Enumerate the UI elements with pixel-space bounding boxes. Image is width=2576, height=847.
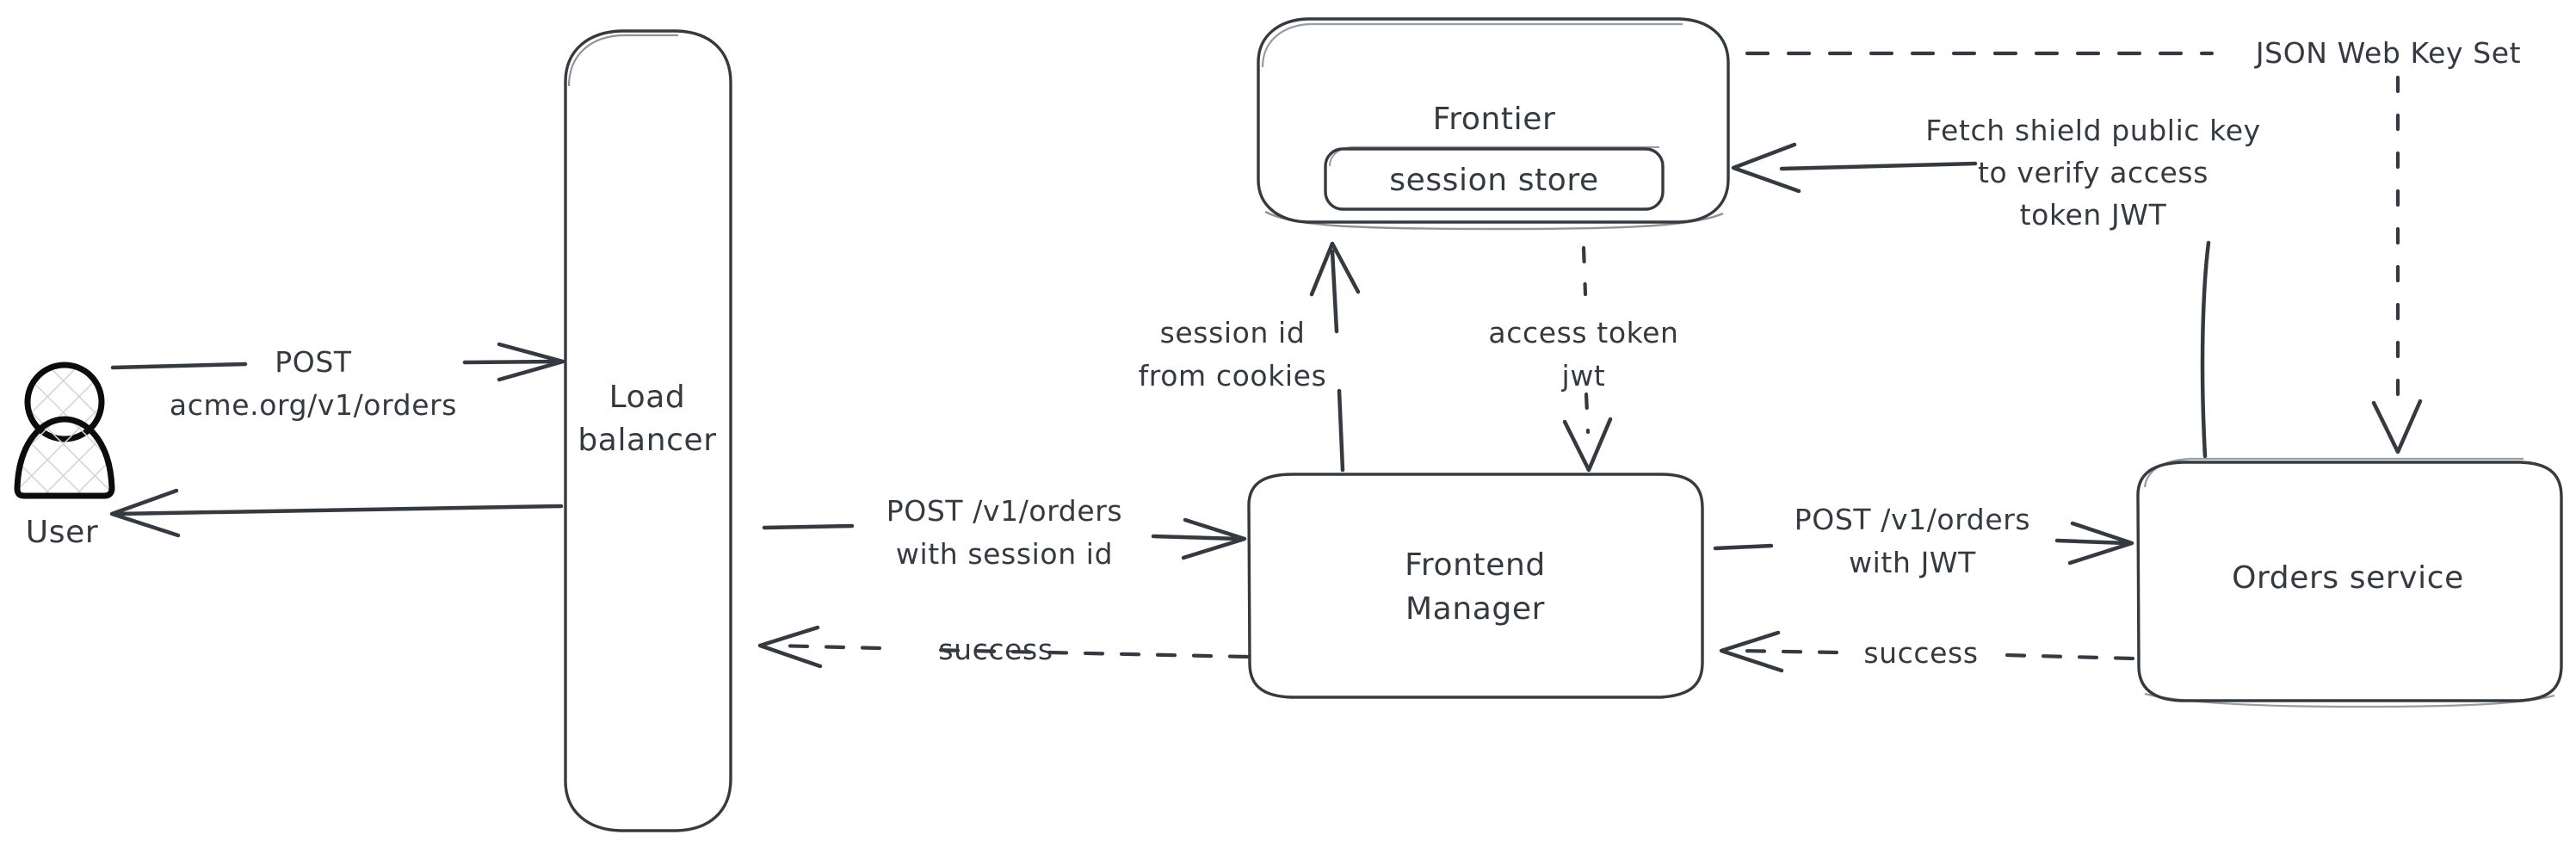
orders-service-box-sketch-overlay [2143, 457, 2523, 488]
node-frontend-manager-label-line2: Manager [1405, 591, 1545, 627]
edge-orders-to-frontier-fetch-label-line3: token JWT [2020, 198, 2167, 232]
edge-fm-to-lb-success-dash-right [927, 647, 1250, 659]
edge-fm-to-orders: POST /v1/orders with JWT [1713, 503, 2134, 579]
edge-lb-to-user-arrowhead [109, 488, 181, 538]
edge-orders-to-frontier-fetch-label-line1: Fetch shield public key [1925, 114, 2261, 147]
frontier-box-sketch-overlay [1261, 22, 1683, 68]
edge-fm-to-frontier-line-upper [1330, 249, 1339, 334]
edge-fm-to-lb-success-label: success [938, 633, 1053, 666]
edge-fm-to-frontier-line-lower [1337, 388, 1345, 473]
edge-lb-to-fm-label-line1: POST /v1/orders [886, 494, 1122, 528]
edge-frontier-to-fm-label-line1: access token [1488, 316, 1678, 349]
edge-user-to-lb: POST acme.org/v1/orders [110, 342, 565, 422]
edge-lb-to-fm-arrowhead [1181, 517, 1247, 560]
node-frontend-manager[interactable]: Frontend Manager [1247, 473, 1704, 699]
edge-frontier-to-fm-dash-lower [1584, 392, 1591, 435]
edge-frontier-to-fm-label-line2: jwt [1561, 359, 1606, 393]
edge-fm-to-frontier-arrowhead [1309, 241, 1361, 297]
edge-lb-to-fm-line-left [762, 523, 855, 530]
edge-lb-to-user [109, 488, 564, 538]
edge-fm-to-lb-success: success [757, 625, 1250, 669]
node-session-store-label: session store [1389, 163, 1599, 198]
edge-orders-to-frontier-fetch-curve [2200, 240, 2211, 459]
load-balancer-box [564, 29, 732, 832]
edge-user-to-lb-line-left [110, 362, 248, 370]
edge-orders-to-frontier-fetch-line [1779, 161, 1978, 171]
node-frontend-manager-label-line1: Frontend [1405, 547, 1546, 583]
edge-orders-to-fm-success-dash-right [2003, 652, 2135, 661]
edge-orders-to-fm-success-arrowhead [1719, 630, 1784, 673]
edge-orders-to-fm-success-label: success [1863, 636, 1978, 670]
edge-jwks-label: JSON Web Key Set [2254, 36, 2521, 70]
edge-user-to-lb-label-line2: acme.org/v1/orders [170, 388, 457, 422]
edge-lb-to-user-line [114, 504, 564, 516]
edge-fm-to-lb-success-dash-left [772, 643, 882, 651]
edge-fm-to-frontier: session id from cookies [1139, 241, 1361, 473]
frontend-manager-box [1247, 473, 1704, 699]
edge-frontier-to-fm-arrowhead [1562, 417, 1613, 473]
edge-jwks-arrowhead [2371, 399, 2423, 454]
user-body-icon [14, 416, 115, 499]
node-session-store[interactable]: session store [1324, 146, 1665, 211]
edge-fm-to-orders-label-line1: POST /v1/orders [1795, 503, 2030, 536]
edge-user-to-lb-arrowhead [497, 342, 565, 382]
node-load-balancer-label-line1: Load [609, 380, 686, 415]
edge-orders-to-frontier-fetch: Fetch shield public key to verify access… [1731, 114, 2261, 459]
edge-fm-to-orders-line-right [2054, 538, 2128, 546]
frontier-box-sketch-underline [1264, 210, 1724, 231]
edge-orders-to-frontier-fetch-label-line2: to verify access [1978, 156, 2208, 189]
edge-frontier-to-fm: access token jwt [1488, 245, 1678, 473]
node-user-label: User [26, 515, 98, 550]
load-balancer-box-sketch-overlay [567, 34, 678, 87]
node-frontier-label: Frontier [1433, 102, 1556, 137]
edge-fm-to-orders-line-left [1713, 543, 1774, 551]
edge-orders-to-frontier-fetch-arrowhead [1731, 142, 1801, 194]
session-store-box [1324, 147, 1665, 211]
node-frontier[interactable]: Frontier session store [1257, 17, 1730, 231]
edge-fm-to-frontier-label-line2: from cookies [1139, 359, 1327, 393]
edge-frontier-to-fm-dash-upper [1581, 245, 1588, 297]
orders-service-box-sketch-underline [2144, 692, 2555, 708]
edge-fm-to-frontier-label-line1: session id [1160, 316, 1306, 349]
node-load-balancer-label-line2: balancer [578, 423, 716, 458]
edge-orders-to-fm-success: success [1719, 630, 2135, 673]
edge-orders-to-fm-success-dash-left [1736, 648, 1839, 655]
node-orders-service-label: Orders service [2232, 560, 2464, 596]
edge-user-to-lb-label-line1: POST [275, 345, 352, 379]
session-store-box-sketch-overlay [1329, 146, 1659, 167]
node-user[interactable]: User [14, 362, 115, 550]
edge-fm-to-lb-success-arrowhead [757, 625, 823, 669]
edge-jwks-to-orders: JSON Web Key Set [1745, 36, 2521, 454]
node-orders-service[interactable]: Orders service [2136, 457, 2563, 708]
edge-lb-to-fm-line-right [1151, 534, 1242, 541]
edge-lb-to-fm: POST /v1/orders with session id [762, 494, 1247, 571]
edge-fm-to-orders-label-line2: with JWT [1849, 546, 1976, 579]
node-load-balancer[interactable]: Load balancer [564, 29, 732, 832]
edge-fm-to-orders-arrowhead [2067, 521, 2134, 566]
edge-lb-to-fm-label-line2: with session id [896, 537, 1113, 571]
